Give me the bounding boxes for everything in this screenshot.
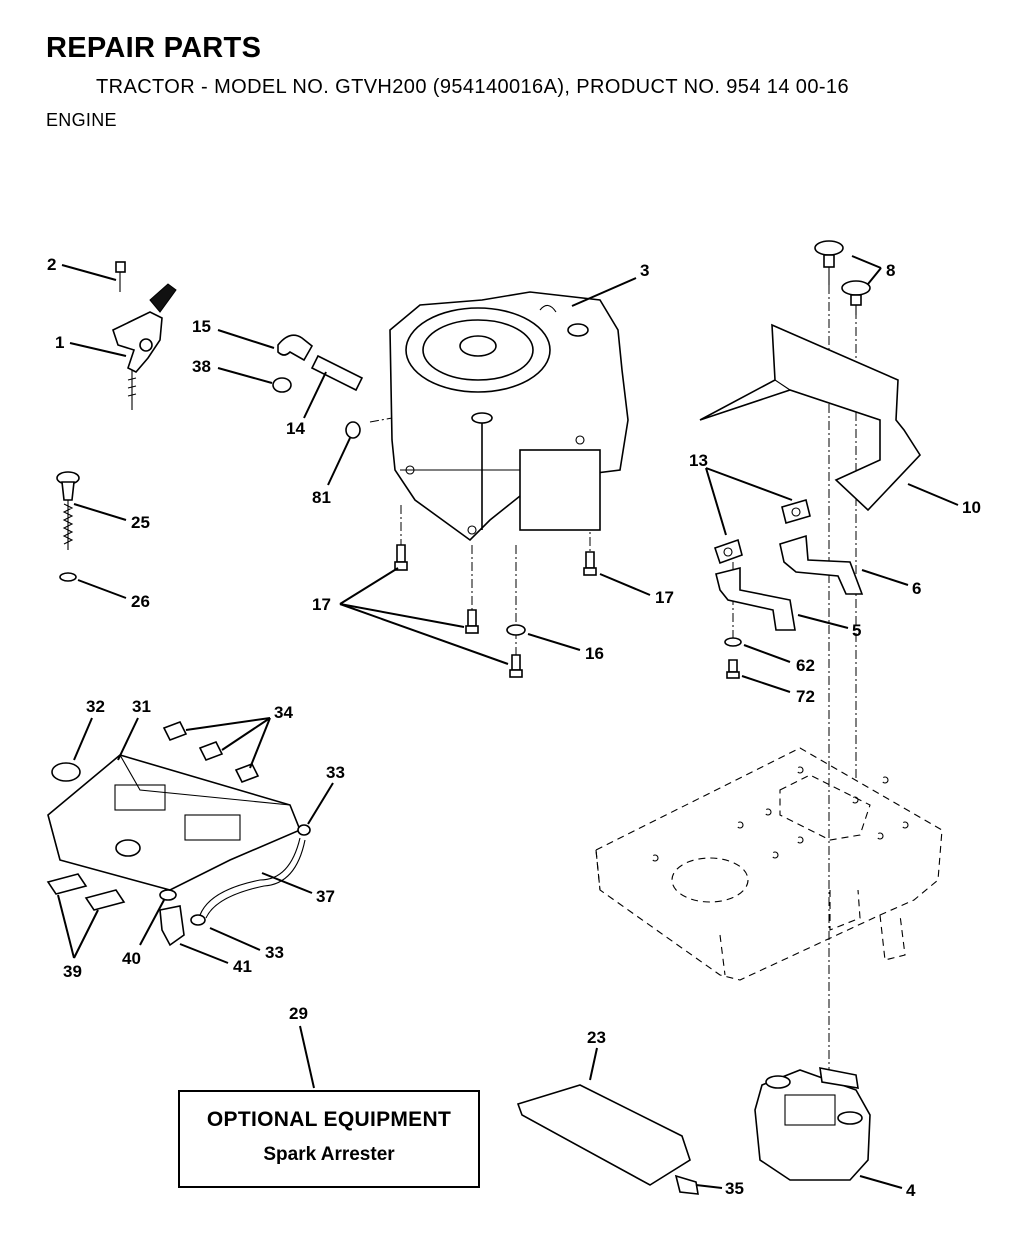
callout-label: 4 <box>906 1181 916 1200</box>
callout-label: 23 <box>587 1028 606 1047</box>
section-name: ENGINE <box>46 110 117 130</box>
callout-label: 2 <box>47 255 56 274</box>
optional-equipment-item: Spark Arrester <box>263 1144 395 1165</box>
callout-label: 8 <box>886 261 895 280</box>
callout-label: 26 <box>131 592 150 611</box>
leader-lines <box>57 255 959 1189</box>
optional-equipment-box: OPTIONAL EQUIPMENT Spark Arrester <box>178 1090 480 1188</box>
page-title: REPAIR PARTS <box>46 32 262 64</box>
knobs-part <box>814 240 871 315</box>
callout-label: 37 <box>316 887 335 906</box>
spark-arrester-part <box>516 1084 699 1195</box>
callout-label: 41 <box>233 957 252 976</box>
muffler-part <box>754 1067 871 1181</box>
throttle-control-part <box>112 261 177 410</box>
callout-label: 3 <box>640 261 649 280</box>
dipstick-part <box>56 471 80 582</box>
callout-label: 62 <box>796 656 815 675</box>
callout-label: 10 <box>962 498 981 517</box>
callout-label: 38 <box>192 357 211 376</box>
callout-label: 35 <box>725 1179 744 1198</box>
callout-label: 6 <box>912 579 921 598</box>
mounting-bolts <box>394 544 597 678</box>
callout-label: 72 <box>796 687 815 706</box>
callout-label: 25 <box>131 513 150 532</box>
callout-label: 31 <box>132 697 151 716</box>
fuel-tank-part <box>46 720 302 911</box>
heat-shield-part <box>699 323 922 512</box>
callout-label: 40 <box>122 949 141 968</box>
callout-label: 81 <box>312 488 331 507</box>
callout-label: 33 <box>326 763 345 782</box>
optional-equipment-title: OPTIONAL EQUIPMENT <box>206 1108 452 1131</box>
fuel-line-part <box>159 824 311 947</box>
page-subtitle: TRACTOR - MODEL NO. GTVH200 (954140016A)… <box>96 76 849 98</box>
oil-drain-parts <box>272 334 364 439</box>
callout-label: 29 <box>289 1004 308 1023</box>
callout-label: 14 <box>286 419 305 438</box>
callout-label: 16 <box>585 644 604 663</box>
callout-label: 1 <box>55 333 64 352</box>
callout-label: 17 <box>655 588 674 607</box>
callout-label: 17 <box>312 595 331 614</box>
callout-label: 13 <box>689 451 708 470</box>
tractor-frame <box>595 747 943 981</box>
callout-label: 39 <box>63 962 82 981</box>
callout-label: 34 <box>274 703 293 722</box>
callout-label: 5 <box>852 621 861 640</box>
callout-label: 15 <box>192 317 211 336</box>
engine-part <box>389 291 629 542</box>
callout-labels: 2 1 15 38 14 81 3 8 10 13 6 5 62 72 17 1… <box>47 255 981 1200</box>
callout-label: 33 <box>265 943 284 962</box>
callout-label: 32 <box>86 697 105 716</box>
exhaust-pipes-part <box>713 498 864 679</box>
